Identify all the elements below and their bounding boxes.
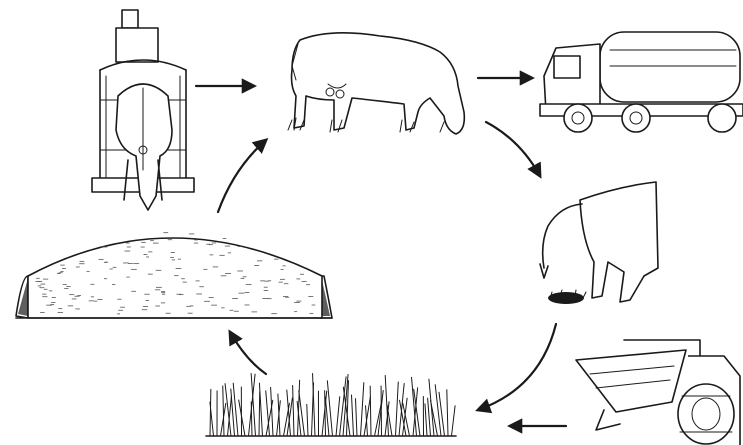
grass-blade bbox=[336, 397, 340, 436]
milking-parlor-icon bbox=[92, 10, 194, 210]
grass-blade bbox=[259, 392, 260, 436]
grazing-cow-icon bbox=[288, 33, 464, 134]
grass-blade bbox=[352, 395, 354, 436]
arrow-grass-to-silage bbox=[230, 332, 266, 374]
grass-blade bbox=[223, 386, 224, 436]
grass-blade bbox=[447, 390, 448, 436]
grass-blade bbox=[293, 385, 294, 436]
grass-blade bbox=[425, 404, 427, 436]
milk-tanker-truck-icon bbox=[540, 32, 743, 132]
grass-blade bbox=[228, 396, 232, 436]
grass-blade bbox=[452, 406, 456, 436]
grass-blade bbox=[356, 399, 357, 436]
grass-blade bbox=[370, 386, 371, 436]
arrow-cow-to-manure bbox=[486, 122, 540, 176]
grass-blade bbox=[396, 382, 399, 436]
tractor-spreader-icon bbox=[576, 340, 740, 445]
grass-blade bbox=[307, 404, 308, 436]
arrow-manure-to-grass bbox=[478, 324, 556, 410]
grass-blade bbox=[299, 391, 305, 436]
silage-clamp-icon bbox=[16, 233, 332, 318]
grass-blade bbox=[278, 394, 280, 436]
cow-dropping-manure-icon bbox=[540, 182, 658, 304]
grass-blade bbox=[428, 398, 431, 436]
arrow-silage-to-milking bbox=[218, 140, 266, 212]
grass-blade bbox=[361, 383, 364, 436]
grass-pasture-icon bbox=[206, 374, 456, 436]
grass-blade bbox=[366, 406, 368, 436]
